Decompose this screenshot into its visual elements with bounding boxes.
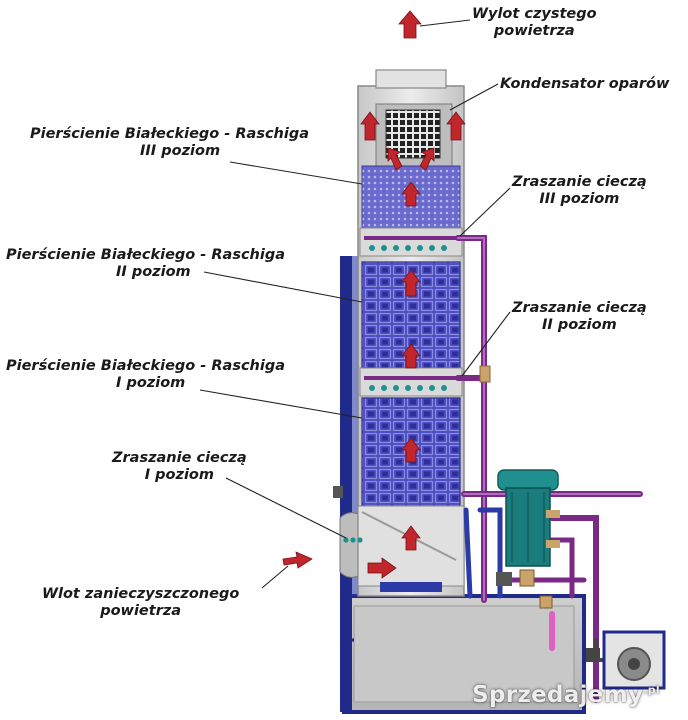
tower-body bbox=[339, 69, 465, 597]
valves bbox=[496, 569, 600, 662]
leader-lines bbox=[199, 19, 511, 589]
label-rings-1: Pierścienie Białeckiego - Raschiga I poz… bbox=[6, 358, 285, 391]
arrow-l3 bbox=[401, 181, 421, 207]
label-inlet: Wlot zanieczyszczonego powietrza bbox=[42, 586, 240, 619]
label-condenser: Kondensator oparów bbox=[500, 76, 670, 92]
label-rings-3: Pierścienie Białeckiego - Raschiga III p… bbox=[30, 126, 309, 159]
pump bbox=[602, 630, 666, 690]
arrow-cond-right bbox=[446, 111, 466, 141]
base-tank bbox=[342, 594, 586, 714]
airflow-arrows bbox=[282, 10, 466, 579]
arrow-cond-center2 bbox=[419, 147, 435, 171]
arrow-cond-center1 bbox=[387, 147, 403, 171]
arrow-l2b bbox=[401, 343, 421, 369]
spray-row-3 bbox=[369, 245, 447, 251]
arrow-bottom bbox=[401, 525, 421, 551]
label-outlet: Wylot czystego powietrza bbox=[472, 6, 597, 39]
pipework bbox=[455, 235, 643, 703]
label-spray-2: Zraszanie cieczą II poziom bbox=[512, 300, 647, 333]
label-spray-1: Zraszanie cieczą I poziom bbox=[112, 450, 247, 483]
watermark: Sprzedajemy.pl bbox=[472, 682, 660, 708]
inlet-arrow bbox=[282, 551, 313, 569]
heat-exchanger bbox=[497, 469, 560, 567]
arrow-l2 bbox=[401, 269, 421, 297]
arrow-inlet-inside bbox=[367, 557, 397, 579]
outlet-arrow bbox=[398, 10, 422, 39]
spray-nozzles bbox=[343, 236, 458, 543]
label-spray-3: Zraszanie cieczą III poziom bbox=[512, 174, 647, 207]
spray-row-2 bbox=[369, 385, 447, 391]
spray-row-1 bbox=[343, 537, 363, 543]
arrow-cond-left bbox=[360, 111, 380, 141]
label-rings-2: Pierścienie Białeckiego - Raschiga II po… bbox=[6, 247, 285, 280]
arrow-l1 bbox=[401, 437, 421, 463]
